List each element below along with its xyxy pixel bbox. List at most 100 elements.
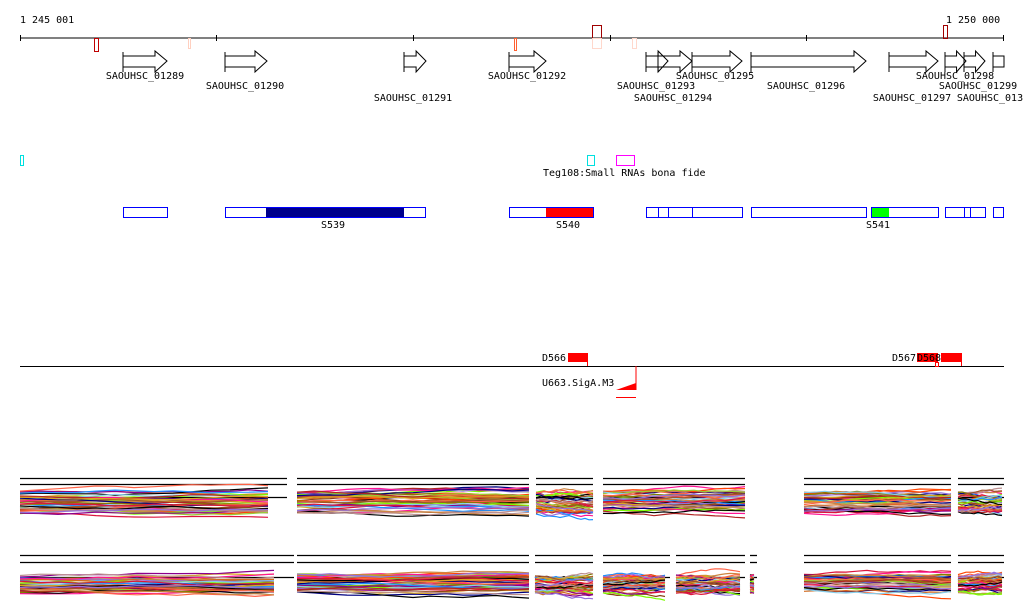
marker[interactable] xyxy=(592,25,602,39)
expression-line xyxy=(535,495,594,500)
gene-label: SAOUHSC_01297 xyxy=(873,93,951,104)
gene-arrow-icon xyxy=(645,49,669,74)
expression-panel xyxy=(296,477,530,517)
srna-teg108[interactable] xyxy=(616,155,635,166)
marker[interactable] xyxy=(632,38,637,49)
expression-line xyxy=(19,587,275,594)
expression-line xyxy=(19,487,269,496)
marker[interactable] xyxy=(94,38,99,52)
srna-marker[interactable] xyxy=(587,155,595,166)
expression-line xyxy=(957,572,1003,579)
segment-box[interactable] xyxy=(751,207,867,218)
expression-line xyxy=(19,586,275,593)
srna-marker[interactable] xyxy=(20,155,24,166)
expression-line xyxy=(535,513,594,521)
gene-saouhsc_01291[interactable]: SAOUHSC_01291 xyxy=(374,49,452,104)
segment-box[interactable] xyxy=(123,207,168,218)
feature-d566[interactable] xyxy=(568,353,588,362)
gene-label: SAOUHSC_01291 xyxy=(374,93,452,104)
expression-line xyxy=(957,500,1003,504)
segment-s540[interactable] xyxy=(509,207,594,218)
expression-line xyxy=(803,581,952,587)
gene-saouhsc_01296[interactable]: SAOUHSC_01296 xyxy=(750,49,867,92)
expression-panel xyxy=(19,554,294,598)
expression-line xyxy=(803,574,952,581)
segment-box[interactable] xyxy=(993,207,1004,218)
expression-line xyxy=(534,575,593,580)
expression-line xyxy=(534,587,594,594)
expression-line xyxy=(19,588,275,596)
expression-line xyxy=(749,580,755,583)
expression-line xyxy=(296,575,530,583)
expression-line xyxy=(19,494,269,500)
expression-panel xyxy=(535,477,594,521)
marker[interactable] xyxy=(188,38,191,49)
expression-line xyxy=(602,585,666,591)
segment-s541[interactable] xyxy=(871,207,939,218)
expression-line xyxy=(675,575,740,583)
expression-line xyxy=(19,502,269,507)
expression-line xyxy=(957,489,1003,496)
segment-s539[interactable] xyxy=(225,207,426,218)
expression-line xyxy=(803,589,952,594)
gene-saouhsc_01290[interactable]: SAOUHSC_01290 xyxy=(206,49,284,92)
expression-line xyxy=(602,588,666,594)
expression-line xyxy=(675,588,741,596)
feature-d568[interactable] xyxy=(917,353,938,362)
segment-label-s539: S539 xyxy=(321,220,345,231)
gene-saouhsc_01294[interactable]: SAOUHSC_01294 xyxy=(634,49,712,104)
segment-box[interactable] xyxy=(646,207,743,218)
ruler-end-label: 1 250 000 xyxy=(946,15,1000,26)
expression-line xyxy=(296,490,530,500)
gene-arrow-icon xyxy=(963,49,986,74)
gene-arrow-icon xyxy=(750,49,867,74)
segment-label-s540: S540 xyxy=(556,220,580,231)
segment-box[interactable] xyxy=(945,207,986,218)
expression-line xyxy=(957,581,1003,587)
gene-arrow-icon xyxy=(657,49,693,74)
expression-panel xyxy=(803,554,952,600)
expression-line xyxy=(957,506,1003,513)
expression-line xyxy=(957,491,1003,499)
srna-label: Teg108:Small RNAs bona fide xyxy=(543,168,706,179)
gene-saouhsc_01299[interactable]: SAOUHSC_01299 xyxy=(939,49,1017,92)
expression-line xyxy=(296,503,530,513)
expression-line xyxy=(957,587,1003,594)
gene-saouhsc_01298[interactable]: SAOUHSC_01298 xyxy=(916,49,994,82)
marker[interactable] xyxy=(943,25,948,39)
expression-line xyxy=(957,590,1003,596)
expression-line xyxy=(749,588,755,592)
feature-box[interactable] xyxy=(941,353,962,362)
expression-line xyxy=(749,584,755,587)
gene-arrow-icon xyxy=(403,49,427,74)
expression-line xyxy=(957,497,1003,505)
expression-line xyxy=(602,497,746,503)
expression-line xyxy=(296,572,530,578)
gene-arrow-icon xyxy=(888,49,939,74)
gene-saouhsc_01297[interactable]: SAOUHSC_01297 xyxy=(873,49,951,104)
expression-panel xyxy=(296,554,530,599)
gene-saouhsc_01295[interactable]: SAOUHSC_01295 xyxy=(676,49,754,82)
gene-label: SAOUHSC_01289 xyxy=(106,71,184,82)
expression-line xyxy=(803,490,952,498)
gene-saouhsc_013[interactable]: SAOUHSC_013 xyxy=(957,52,1023,104)
expression-line xyxy=(602,493,746,499)
expression-line xyxy=(957,572,1003,579)
expression-line xyxy=(19,498,269,503)
expression-line xyxy=(602,487,746,493)
gene-saouhsc_01289[interactable]: SAOUHSC_01289 xyxy=(106,49,184,82)
expression-line xyxy=(602,489,746,495)
gene-saouhsc_01292[interactable]: SAOUHSC_01292 xyxy=(488,49,566,82)
marker[interactable] xyxy=(514,38,517,51)
expression-line xyxy=(675,574,741,580)
feature-u663[interactable] xyxy=(616,383,636,390)
expression-line xyxy=(749,591,755,594)
small-rna-track: Teg108:Small RNAs bona fide xyxy=(20,155,706,179)
expression-line xyxy=(957,506,1003,512)
marker[interactable] xyxy=(592,38,602,49)
expression-line xyxy=(535,501,594,509)
expression-line xyxy=(19,483,269,492)
gene-label: SAOUHSC_013 xyxy=(957,93,1023,104)
expression-line xyxy=(296,590,530,596)
expression-line xyxy=(19,585,275,589)
